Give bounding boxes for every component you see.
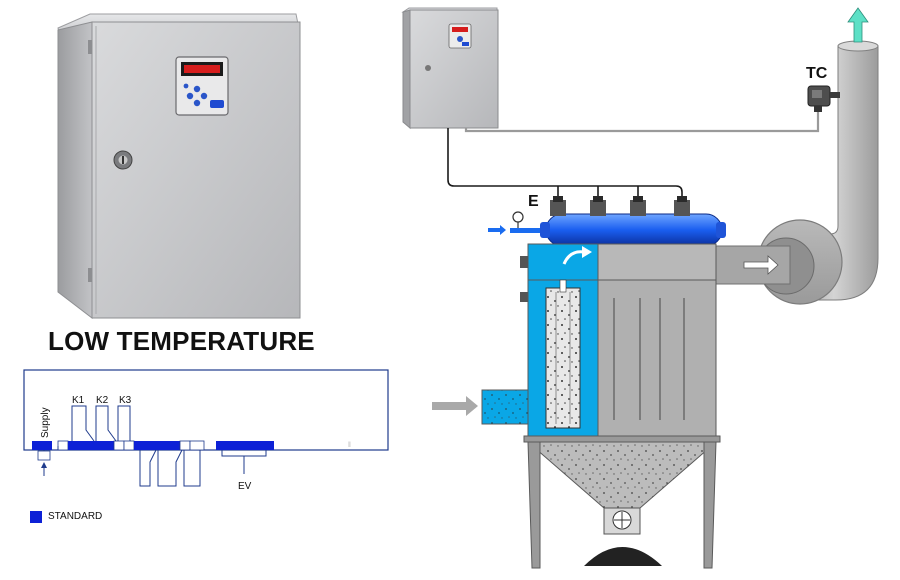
exhaust-arrow-icon <box>847 7 869 43</box>
legend-standard-swatch <box>30 511 42 523</box>
wiring-schematic: ‖ <box>23 369 389 487</box>
legend-standard-label: STANDARD <box>48 511 103 522</box>
dirty-air-arrow-icon <box>432 396 478 416</box>
faint-mark: ‖ <box>348 442 351 449</box>
dust-collector-body <box>520 243 721 569</box>
air-inlet-pipe <box>510 228 544 233</box>
air-inlet-arrow-icon <box>488 225 506 235</box>
control-wiring <box>447 128 683 200</box>
fan-blower <box>715 219 843 305</box>
compressed-air-manifold <box>540 213 726 247</box>
sensor-cable <box>464 112 820 133</box>
controller-keypad-icon <box>183 83 208 107</box>
temperature-sensor <box>807 85 840 112</box>
airflow-arrow-icon <box>743 255 779 275</box>
valve-label: EV <box>238 481 252 492</box>
door-lock-icon <box>113 150 133 170</box>
manifold-label: E <box>528 193 539 210</box>
sensor-label: TC <box>806 65 828 82</box>
controller-panel <box>175 56 229 116</box>
relay-label-k3: K3 <box>119 395 132 406</box>
dirty-air-inlet <box>481 389 529 425</box>
supply-label: Supply <box>40 407 51 438</box>
relay-label-k1: K1 <box>72 395 85 406</box>
solenoid-valve-icons <box>550 196 690 216</box>
pressure-gauge-icon <box>512 211 524 229</box>
relay-label-k2: K2 <box>96 395 109 406</box>
page-title: LOW TEMPERATURE <box>48 326 315 356</box>
small-control-cabinet <box>401 7 499 130</box>
large-control-cabinet <box>57 13 301 320</box>
